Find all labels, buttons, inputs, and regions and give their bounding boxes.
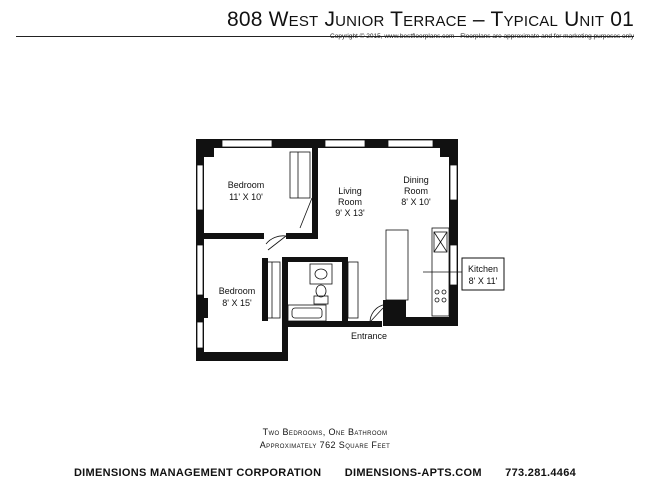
dining-size: 8' X 10' xyxy=(401,197,431,207)
bedroom1-name: Bedroom xyxy=(228,180,265,190)
living-size: 9' X 13' xyxy=(335,208,365,218)
kitchen-name: Kitchen xyxy=(468,264,498,274)
bedroom1-size: 11' X 10' xyxy=(229,192,263,202)
dining-line1: Dining xyxy=(403,175,429,185)
unit-summary: Two Bedrooms, One Bathroom Approximately… xyxy=(0,426,650,452)
footer-company: DIMENSIONS MANAGEMENT CORPORATION xyxy=(73,467,322,479)
footer-phone: 773.281.4464 xyxy=(505,467,577,479)
bedroom2-name: Bedroom xyxy=(219,286,256,296)
bathroom xyxy=(287,263,333,322)
dining-line2: Room xyxy=(404,186,428,196)
closets xyxy=(265,151,359,319)
living-line2: Room xyxy=(338,197,362,207)
kitchen-label-box xyxy=(461,257,505,291)
bedroom2-size: 8' X 15' xyxy=(222,298,252,308)
kitchen-fixtures xyxy=(385,227,462,317)
windows xyxy=(196,139,458,349)
title-rule xyxy=(16,36,634,37)
living-line1: Living xyxy=(338,186,362,196)
summary-line1: Two Bedrooms, One Bathroom xyxy=(262,427,388,437)
footer: DIMENSIONS MANAGEMENT CORPORATION DIMENS… xyxy=(0,467,650,479)
summary-line2: Approximately 762 Square Feet xyxy=(259,440,391,450)
entrance-label: Entrance xyxy=(351,331,387,341)
doors xyxy=(265,197,384,323)
copyright-notice: Copyright © 2015, www.bestfloorplans.com… xyxy=(330,33,634,40)
kitchen-size: 8' X 11' xyxy=(469,276,498,286)
footer-website: DIMENSIONS-APTS.COM xyxy=(344,467,482,479)
walls xyxy=(196,139,458,361)
plan-title: 808 West Junior Terrace – Typical Unit 0… xyxy=(226,8,634,31)
